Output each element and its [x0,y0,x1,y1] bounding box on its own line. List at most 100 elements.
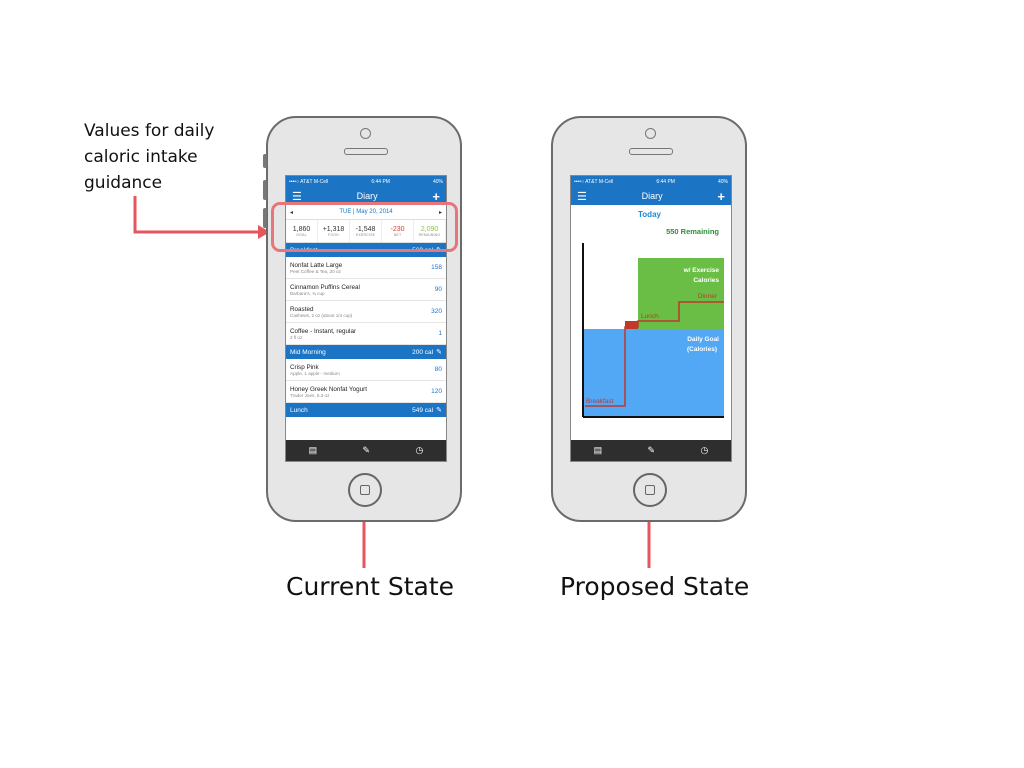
remaining-label: 550 Remaining [666,227,719,236]
volume-down [263,208,267,228]
exercise-label: w/ Exercise [683,267,720,274]
battery: 40% [432,178,443,185]
prev-day-button[interactable]: ◂ [290,209,294,216]
breakfast-label: Breakfast [586,398,614,405]
date-selector: ◂ TUE | May 20, 2014 ▸ [286,205,446,220]
food-calories: 1 [438,330,442,337]
nav-bar: ☰ Diary + [286,187,446,205]
home-button[interactable] [348,473,382,507]
status-bar: ••••○ AT&T M-Cell 6:44 PM 40% [286,176,446,187]
speaker [344,148,388,155]
meal-header[interactable]: Lunch 549 cal✎ [286,403,446,417]
clock-icon[interactable]: ◷ [415,445,424,455]
carrier: ••••○ AT&T M-Cell [574,178,614,185]
food-detail: Peet Coffee & Tea, 20 oz [290,268,341,274]
food-calories: 320 [431,308,442,315]
summary-value: +1,318 [322,225,345,233]
summary-highlight [271,202,458,252]
meal-name: Mid Morning [290,348,326,356]
lunch-marker [625,321,638,329]
tab-bar: ▤ ✎ ◷ [571,440,731,461]
summary-label: GOAL [296,232,307,237]
volume-up [263,180,267,200]
calorie-chart: Today 550 Remaining w/ Exercise Calories… [571,205,731,448]
pencil-icon[interactable]: ✎ [362,445,371,455]
food-detail: Cashews, 2 oz (about 1/4 cup) [290,312,353,318]
goal-label-2: (Calories) [687,346,717,353]
proposed-caption: Proposed State [560,572,750,601]
nav-bar: ☰ Diary + [571,187,731,205]
add-icon[interactable]: + [432,188,440,204]
summary-value: 1,860 [292,225,311,233]
pencil-icon[interactable]: ✎ [647,445,656,455]
exercise-area [638,258,724,329]
menu-icon[interactable]: ☰ [292,190,302,203]
proposed-phone: ••••○ AT&T M-Cell 6:44 PM 40% ☰ Diary + … [551,116,747,522]
current-screen: ••••○ AT&T M-Cell 6:44 PM 40% ☰ Diary + … [285,175,447,462]
summary-label: NET [393,232,402,237]
food-name: Cinnamon Puffins Cereal [290,283,360,291]
summary-value: 2,090 [420,225,439,233]
carrier: ••••○ AT&T M-Cell [289,178,329,185]
tab-bar: ▤ ✎ ◷ [286,440,446,461]
annotation-text: Values for daily caloric intake guidance [84,121,215,193]
mute-switch [263,154,267,168]
wrench-icon[interactable]: ✎ [436,349,442,356]
food-calories: 80 [434,366,442,373]
food-detail: Trader Joes, 5.3 oz [290,392,330,398]
food-name: Coffee - Instant, regular [290,327,357,335]
clock-icon[interactable]: ◷ [700,445,709,455]
meal-header[interactable]: Mid Morning 200 cal✎ [286,345,446,359]
goal-area [583,329,724,417]
food-name: Nonfat Latte Large [290,261,343,269]
camera [360,128,371,139]
time: 6:44 PM [656,178,675,185]
summary-label: FOOD [328,232,339,237]
chart-title: Today [638,210,661,219]
food-log-icon[interactable]: ▤ [308,445,318,455]
date-label[interactable]: TUE | May 20, 2014 [339,209,393,215]
proposed-screen: ••••○ AT&T M-Cell 6:44 PM 40% ☰ Diary + … [570,175,732,462]
summary-value: -230 [390,225,405,233]
battery: 40% [717,178,728,185]
nav-title: Diary [641,191,663,201]
status-bar: ••••○ AT&T M-Cell 6:44 PM 40% [571,176,731,187]
food-name: Honey Greek Nonfat Yogurt [290,385,368,393]
meal-calories: 200 cal [412,349,434,356]
annotation-arrow [133,196,268,234]
goal-label: Daily Goal [687,336,719,343]
home-button[interactable] [633,473,667,507]
nav-title: Diary [356,191,378,201]
add-icon[interactable]: + [717,188,725,204]
food-calories: 158 [431,264,442,271]
food-name: Crisp Pink [290,363,319,371]
wrench-icon[interactable]: ✎ [436,407,442,414]
menu-icon[interactable]: ☰ [577,190,587,203]
summary-value: -1,548 [355,225,376,233]
next-day-button[interactable]: ▸ [438,209,442,216]
food-calories: 90 [434,286,442,293]
time: 6:44 PM [371,178,390,185]
speaker [629,148,673,155]
meal-name: Lunch [290,406,308,414]
meal-calories: 549 cal [412,407,434,414]
food-detail: 2 fl oz [290,334,303,340]
camera [645,128,656,139]
food-calories: 120 [431,388,442,395]
food-detail: Apple, 1 apple - medium [290,370,340,376]
current-caption: Current State [286,572,455,601]
food-log-icon[interactable]: ▤ [593,445,603,455]
